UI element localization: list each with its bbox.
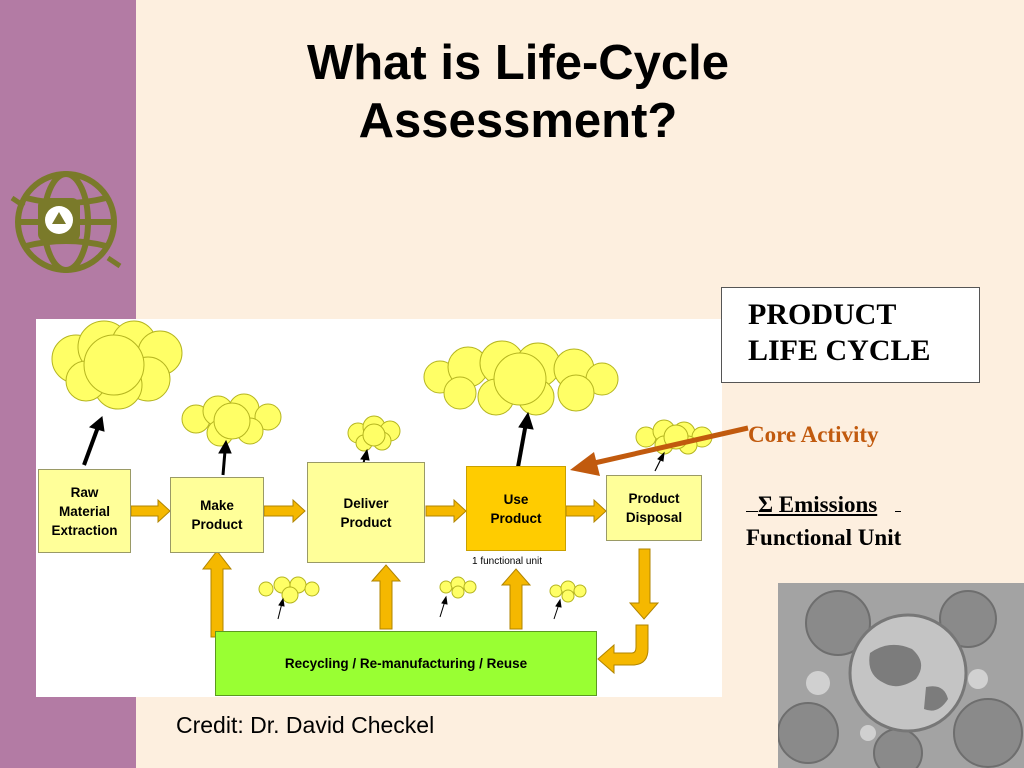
emissions-formula: Σ Emissions Functional Unit xyxy=(746,488,901,554)
emission-cloud-recycle-3 xyxy=(549,580,587,603)
flow-arrow-raw-to-make xyxy=(130,498,171,524)
product-life-cycle-box: PRODUCT LIFE CYCLE xyxy=(721,287,980,383)
title-line-1: What is Life-Cycle xyxy=(306,36,730,90)
flow-arrow-make-to-deliver xyxy=(263,498,306,524)
core-activity-label: Core Activity xyxy=(748,422,879,447)
product-disposal-box: Product Disposal xyxy=(606,475,702,541)
emission-cloud-recycle-2 xyxy=(439,576,477,599)
legend-line-2: LIFE CYCLE xyxy=(748,334,931,367)
formula-numerator: Σ Emissions xyxy=(758,492,878,517)
deliver-product-box: Deliver Product xyxy=(307,462,425,563)
flow-arrow-disposal-down xyxy=(628,548,660,620)
world-gears-collage xyxy=(778,583,1024,768)
formula-denominator: Functional Unit xyxy=(746,525,902,550)
emission-cloud-deliver xyxy=(347,415,401,452)
life-cycle-diagram: Raw Material Extraction Make Product Del… xyxy=(36,319,722,697)
core-activity-arrow xyxy=(570,425,749,476)
credit-text: Credit: Dr. David Checkel xyxy=(176,712,435,738)
flow-arrow-recycle-to-use xyxy=(500,568,532,630)
flow-arrow-deliver-to-use xyxy=(425,498,467,524)
emission-cloud-make xyxy=(181,393,282,447)
flow-arrow-use-to-disposal xyxy=(565,498,607,524)
use-product-box: Use Product xyxy=(466,466,566,551)
raw-material-extraction-box: Raw Material Extraction xyxy=(38,469,131,553)
formula-rule-right xyxy=(895,493,902,512)
emission-arrow-use xyxy=(516,411,534,468)
make-product-box: Make Product xyxy=(170,477,264,553)
legend-line-1: PRODUCT xyxy=(748,298,897,331)
emission-arrow-make xyxy=(218,439,232,476)
formula-rule-left xyxy=(746,493,758,512)
page-title: What is Life-Cycle Assessment? xyxy=(240,34,796,150)
emission-arrow-disposal xyxy=(654,451,665,472)
recycle-globe-icon xyxy=(10,171,122,273)
functional-unit-label: 1 functional unit xyxy=(472,556,543,567)
flow-arrow-disposal-to-recycle xyxy=(597,624,649,675)
emission-arrow-raw xyxy=(82,416,105,466)
title-line-2: Assessment? xyxy=(358,94,678,148)
emission-cloud-use xyxy=(423,340,619,416)
emission-cloud-raw xyxy=(51,320,183,410)
diagram-graphics xyxy=(51,320,713,675)
emission-arrows-recycle xyxy=(277,595,562,620)
emission-cloud-recycle-1 xyxy=(258,576,320,604)
recycling-box: Recycling / Re-manufacturing / Reuse xyxy=(215,631,597,696)
flow-arrow-recycle-to-deliver xyxy=(370,564,402,630)
flow-arrow-recycle-to-make xyxy=(201,550,233,638)
